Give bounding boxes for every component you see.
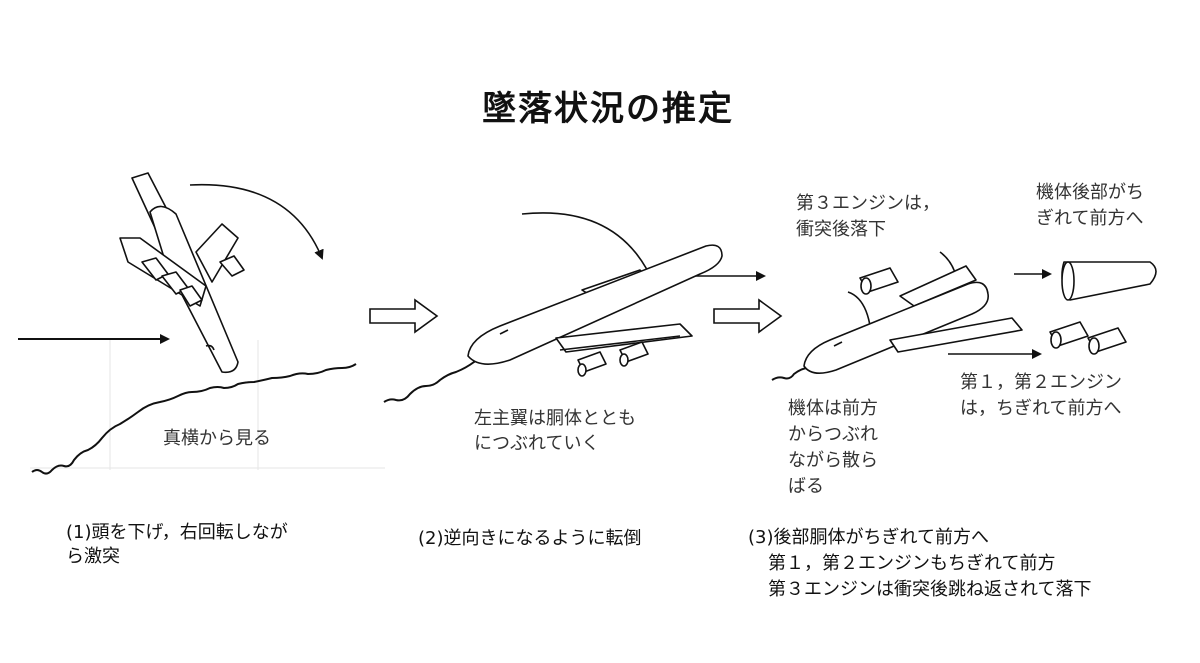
panel3-rear-label-line1: 機体後部がち <box>1036 182 1144 203</box>
panel3-engine3-label-line1: 第３エンジンは， <box>796 193 940 214</box>
panel1-caption-line2: ら激突 <box>66 546 120 567</box>
panel3-front-label-line4: ばる <box>788 476 824 497</box>
panel3-engine3-label-line2: 衝突後落下 <box>796 219 886 240</box>
transition-arrow-2 <box>713 298 783 334</box>
panel3-front-label-line1: 機体は前方 <box>788 398 878 419</box>
panel3-front-label-line2: からつぶれ <box>788 424 878 445</box>
panel1-caption-line1: (1)頭を下げ，右回転しなが <box>66 522 288 543</box>
panel2-wing-label-line1: 左主翼は胴体ととも <box>474 408 636 429</box>
panel3-airplane <box>803 261 1157 374</box>
panel1-view-label: 真横から見る <box>163 428 271 449</box>
panel1-airplane <box>119 172 245 374</box>
page-title: 墜落状況の推定 <box>482 89 734 129</box>
panel3-engines12-label-line1: 第１，第２エンジン <box>960 372 1122 393</box>
panel2-caption: (2)逆向きになるように転倒 <box>418 528 642 549</box>
panel3-caption-line1: (3)後部胴体がちぎれて前方へ <box>748 527 989 548</box>
panel3-engines12-label-line2: は，ちぎれて前方へ <box>960 398 1122 419</box>
panel2-wing-label-line2: につぶれていく <box>474 433 600 454</box>
panel2-airplane <box>467 244 723 377</box>
panel3-front-label-line3: ながら散ら <box>788 450 878 471</box>
panel1-rotation-arrow <box>189 183 324 260</box>
panel1-grid <box>30 340 385 470</box>
panel3-rear-label-line2: ぎれて前方へ <box>1036 208 1144 229</box>
panel1-ground <box>31 363 357 475</box>
transition-arrow-1 <box>369 298 439 334</box>
panel3-caption-line3: 第３エンジンは衝突後跳ね返されて落下 <box>768 579 1092 600</box>
panel3-caption-line2: 第１，第２エンジンもちぎれて前方 <box>768 553 1056 574</box>
panel2-rotation-arrow <box>521 212 656 286</box>
